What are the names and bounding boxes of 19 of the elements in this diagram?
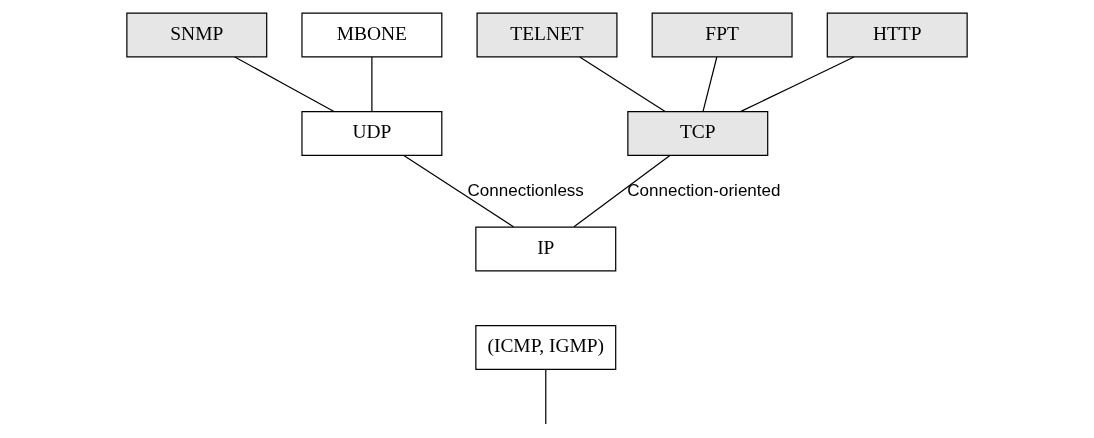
connector <box>234 56 335 113</box>
node-box: (ICMP, IGMP) <box>475 324 617 370</box>
connector <box>740 56 855 113</box>
connector <box>371 56 373 113</box>
edge-label: Connection-oriented <box>627 180 781 200</box>
node-box: IP <box>475 226 617 272</box>
node-box: TCP <box>627 110 769 156</box>
connector <box>579 56 666 113</box>
connector <box>545 369 547 425</box>
node-box: HTTP <box>826 12 968 58</box>
node-box: FPT <box>651 12 793 58</box>
node-box: UDP <box>301 110 443 156</box>
node-box: SNMP <box>126 12 268 58</box>
node-box: MBONE <box>301 12 443 58</box>
connector <box>403 154 515 228</box>
connector <box>573 154 671 228</box>
connector <box>702 56 718 113</box>
edge-label: Connectionless <box>467 180 584 200</box>
node-box: TELNET <box>476 12 618 58</box>
